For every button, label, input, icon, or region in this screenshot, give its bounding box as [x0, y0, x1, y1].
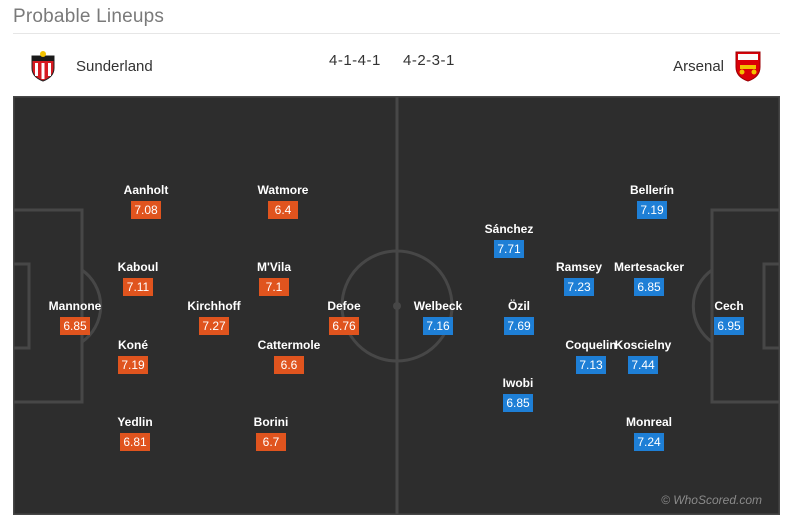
player-name: Koné — [118, 338, 148, 352]
player-rating: 7.71 — [494, 240, 524, 258]
pitch-markings — [13, 96, 780, 515]
player-name: Ramsey — [555, 260, 603, 274]
player-rating: 7.16 — [423, 317, 453, 335]
player-rating: 7.08 — [131, 201, 161, 219]
watermark: © WhoScored.com — [661, 493, 762, 507]
player-rating: 7.23 — [564, 278, 594, 296]
player-name: Coquelin — [565, 338, 617, 352]
player-name: Defoe — [327, 299, 361, 313]
player-rating: 7.19 — [118, 356, 148, 374]
player-name: Cattermole — [257, 338, 321, 352]
player-name: Welbeck — [413, 299, 463, 313]
lineup-header: Sunderland 4-1-4-1 4-2-3-1 Arsenal — [13, 33, 780, 96]
section-title: Probable Lineups — [13, 6, 165, 27]
player-rating: 6.4 — [268, 201, 298, 219]
player-rating: 7.13 — [576, 356, 606, 374]
home-team-name: Sunderland — [76, 58, 153, 75]
player-name: Bellerín — [629, 183, 675, 197]
player-rating: 7.27 — [199, 317, 229, 335]
player-name: Kirchhoff — [187, 299, 241, 313]
player-name: Cech — [714, 299, 744, 313]
player-name: Monreal — [625, 415, 673, 429]
arsenal-crest-icon — [735, 51, 761, 82]
player-name: M'Vila — [257, 260, 291, 274]
player-name: Aanholt — [123, 183, 169, 197]
player-rating: 7.1 — [259, 278, 289, 296]
player-rating: 6.7 — [256, 433, 286, 451]
player-name: Iwobi — [502, 376, 534, 390]
away-team-name: Arsenal — [673, 58, 724, 75]
home-formation: 4-1-4-1 — [329, 52, 381, 69]
player-rating: 6.81 — [120, 433, 150, 451]
player-name: Watmore — [257, 183, 309, 197]
player-rating: 6.85 — [60, 317, 90, 335]
player-name: Özil — [507, 299, 531, 313]
player-rating: 6.6 — [274, 356, 304, 374]
player-name: Koscielny — [614, 338, 672, 352]
player-name: Kaboul — [117, 260, 159, 274]
player-rating: 6.95 — [714, 317, 744, 335]
player-rating: 7.19 — [637, 201, 667, 219]
player-rating: 7.11 — [123, 278, 153, 296]
player-name: Sánchez — [484, 222, 534, 236]
player-rating: 7.24 — [634, 433, 664, 451]
away-formation: 4-2-3-1 — [403, 52, 455, 69]
player-name: Yedlin — [117, 415, 153, 429]
player-name: Mertesacker — [613, 260, 685, 274]
player-name: Borini — [253, 415, 289, 429]
player-rating: 7.44 — [628, 356, 658, 374]
player-rating: 6.85 — [503, 394, 533, 412]
sunderland-crest-icon — [31, 51, 55, 82]
player-rating: 7.69 — [504, 317, 534, 335]
player-name: Mannone — [48, 299, 102, 313]
player-rating: 6.85 — [634, 278, 664, 296]
player-rating: 6.76 — [329, 317, 359, 335]
